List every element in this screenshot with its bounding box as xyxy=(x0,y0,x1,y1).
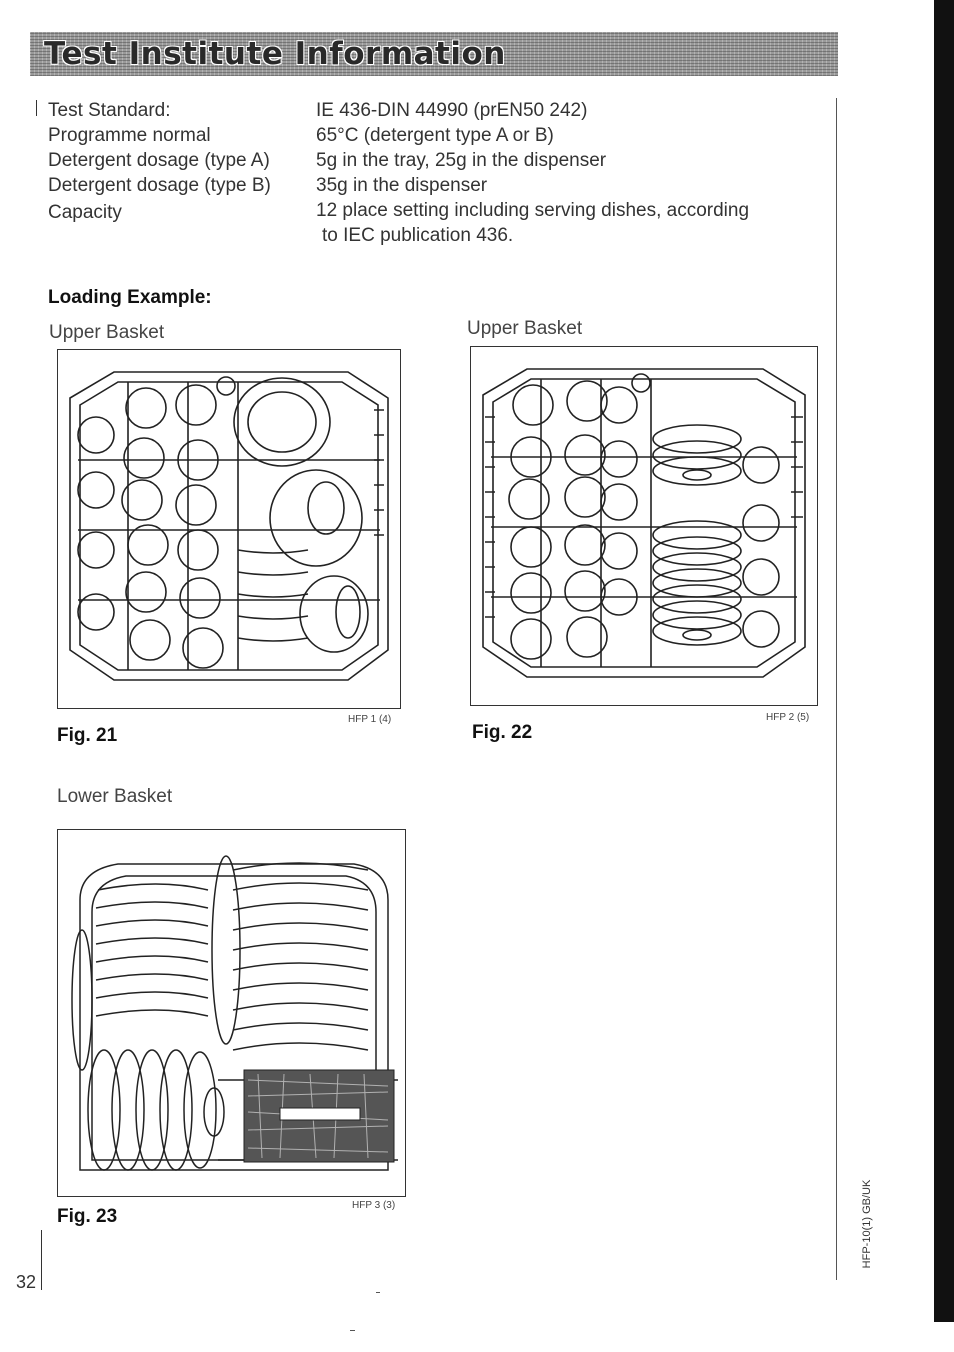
page-mark-1 xyxy=(376,1292,380,1293)
spec-value-dosage-b: 35g in the dispenser xyxy=(316,175,488,196)
page-title: Test Institute Information xyxy=(44,36,506,72)
fig22-label: Fig. 22 xyxy=(472,722,533,743)
page-number: 32 xyxy=(16,1272,37,1292)
fig22-caption: Upper Basket xyxy=(467,318,583,339)
spec-label-dosage-b: Detergent dosage (type B) xyxy=(48,175,271,196)
lower-basket-illustration xyxy=(71,855,398,1171)
spec-value-standard: IE 436-DIN 44990 (prEN50 242) xyxy=(316,100,588,121)
page-edge-bar xyxy=(934,0,954,1322)
fig23-label: Fig. 23 xyxy=(57,1206,118,1227)
margin-rule-bottom xyxy=(41,1230,42,1290)
upper-basket-illustration-2 xyxy=(482,368,806,678)
fig23-frame xyxy=(57,829,406,1197)
spec-label-dosage-a: Detergent dosage (type A) xyxy=(48,150,270,171)
side-document-code-text: HFP-10(1) GB/UK xyxy=(861,1179,873,1269)
fig21-code: HFP 1 (4) xyxy=(348,714,392,725)
spec-value-dosage-a: 5g in the tray, 25g in the dispenser xyxy=(316,150,607,171)
spec-value-capacity: 12 place setting including serving dishe… xyxy=(316,200,750,221)
page-mark-2 xyxy=(350,1330,355,1331)
right-margin-rule xyxy=(836,98,837,1280)
fig23-caption: Lower Basket xyxy=(57,786,173,807)
spec-value-programme: 65°C (detergent type A or B) xyxy=(316,125,554,146)
fig21-frame xyxy=(57,349,401,709)
spec-label-capacity: Capacity xyxy=(48,202,122,223)
fig22-code: HFP 2 (5) xyxy=(766,712,810,723)
fig21-caption: Upper Basket xyxy=(49,322,165,343)
upper-basket-illustration-1 xyxy=(69,371,389,681)
spec-label-standard: Test Standard: xyxy=(48,100,171,121)
side-document-code: HFP-10(1) GB/UK xyxy=(852,1168,882,1280)
fig23-code: HFP 3 (3) xyxy=(352,1200,396,1211)
loading-example-heading: Loading Example: xyxy=(48,287,212,308)
header-bar xyxy=(30,32,838,76)
spec-label-programme: Programme normal xyxy=(48,125,211,146)
fig22-frame xyxy=(470,346,818,706)
fig21-label: Fig. 21 xyxy=(57,725,118,746)
spec-value-capacity-cont: to IEC publication 436. xyxy=(322,225,514,246)
margin-rule-top xyxy=(36,100,37,116)
